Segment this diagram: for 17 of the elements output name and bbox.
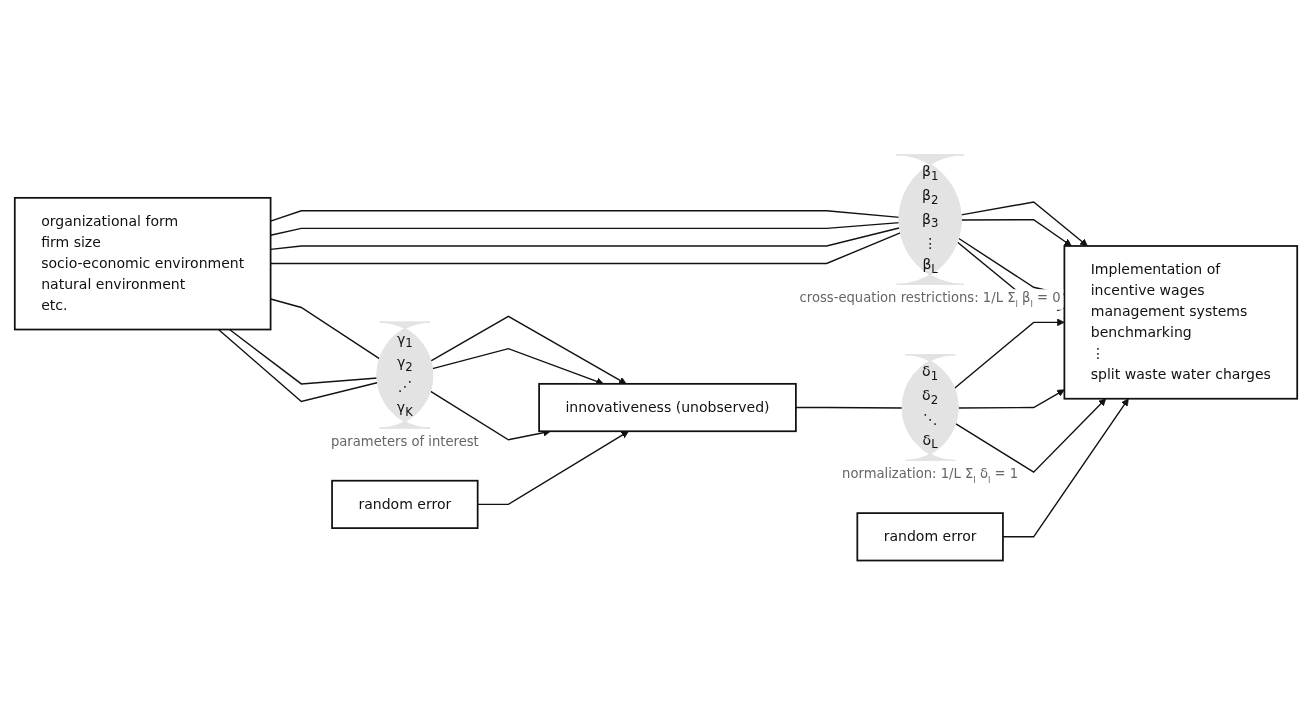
arrow [960,218,1072,247]
node-box: Implementation of incentive wages management systems benchmarking ⋮ split waste water charges [1063,244,1298,400]
arrow [954,398,1106,473]
node-box: random error [330,479,479,529]
node-box: innovativeness (unobserved) [537,382,797,432]
annotation-text: cross-equation restrictions: 1/L Σ$_{l}$ β$_{l}$ = 0 [799,289,1061,309]
arrow [957,389,1065,409]
connector [217,328,379,403]
arrow [960,201,1088,247]
connector [228,328,378,385]
annotation-text: normalization: 1/L Σ$_{l}$ δ$_{l}$ = 1 [841,465,1018,485]
arrow [429,390,551,441]
arrow [429,315,627,385]
node-box: random error [855,512,1004,562]
arrow [431,347,604,385]
annotation-text: parameters of interest [330,433,479,449]
node-box: organizational form firm size socio-economic environment natural environment etc. [13,196,271,331]
